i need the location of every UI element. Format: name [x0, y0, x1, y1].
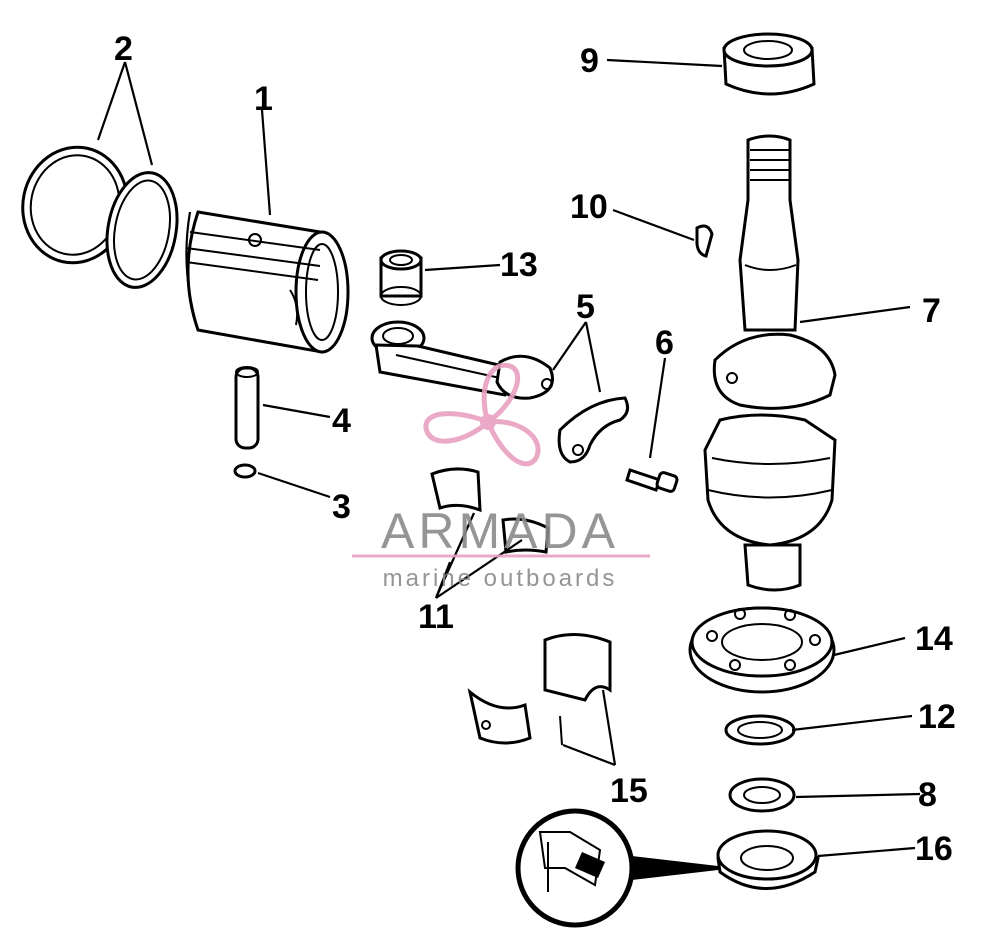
callout-14: 14	[915, 620, 953, 658]
propeller-logo-icon	[423, 362, 541, 467]
callout-9: 9	[580, 42, 599, 80]
bearing-cage-halves	[430, 467, 550, 554]
callout-4: 4	[332, 402, 351, 440]
watermark-brand: ARMADA	[381, 503, 619, 559]
callout-7: 7	[922, 292, 941, 330]
retaining-ring-12	[724, 714, 796, 746]
callout-13: 13	[500, 246, 538, 284]
woodruff-key	[695, 224, 714, 258]
piston	[185, 210, 350, 354]
oil-seal	[716, 829, 820, 890]
connecting-rod	[370, 320, 554, 400]
lower-bearing-halves	[467, 632, 612, 746]
crankshaft	[703, 134, 837, 592]
rod-bolt	[625, 468, 679, 493]
callout-2: 2	[114, 30, 133, 68]
callout-3: 3	[332, 488, 351, 526]
callout-6: 6	[655, 324, 674, 362]
callout-1: 1	[254, 80, 273, 118]
retaining-ring-8	[728, 777, 796, 813]
callout-12: 12	[918, 698, 956, 736]
ball-bearing-lower	[688, 606, 836, 694]
piston-rings	[21, 145, 179, 289]
piston-pin	[234, 366, 260, 450]
sealant-application-icon	[515, 808, 718, 928]
callout-16: 16	[915, 830, 953, 868]
callout-5: 5	[576, 288, 595, 326]
callout-11: 11	[418, 598, 454, 636]
callout-15: 15	[610, 772, 648, 810]
pin-retainer-clip	[233, 463, 257, 479]
needle-bearing-small	[379, 249, 423, 306]
watermark: ARMADA marine outboards	[352, 362, 650, 592]
leader-lines	[96, 58, 921, 858]
roller-bearing-top	[722, 32, 816, 96]
callout-labels: 1 2 3 4 5 6 7 8 9 10 11 12 13 14 15 16	[114, 30, 956, 868]
callout-10: 10	[570, 188, 608, 226]
watermark-tagline: marine outboards	[383, 565, 618, 592]
callout-8: 8	[918, 776, 937, 814]
connecting-rod-cap	[557, 396, 630, 464]
